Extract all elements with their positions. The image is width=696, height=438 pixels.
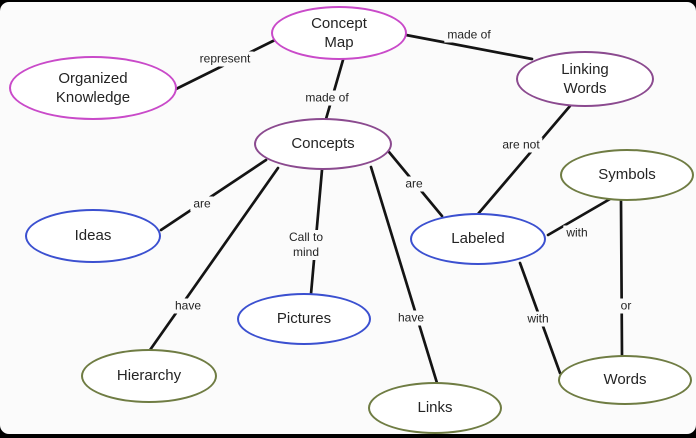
edge-line-are-ideas — [159, 158, 268, 232]
edge-line-made-of-linking — [404, 33, 534, 61]
node-pictures: Pictures — [237, 293, 371, 345]
node-labeled: Labeled — [410, 213, 546, 265]
node-words: Words — [558, 355, 692, 405]
node-concept-map: Concept Map — [271, 6, 407, 60]
edge-label-or-words: or — [617, 298, 635, 314]
edge-line-made-of-concepts — [324, 58, 345, 121]
node-hierarchy: Hierarchy — [81, 349, 217, 403]
edge-label-call-to-mind: Call to mind — [285, 230, 327, 260]
edge-label-with-labeled: with — [563, 225, 591, 241]
edge-label-have-links: have — [394, 310, 428, 326]
edge-label-are-labeled: are — [402, 176, 426, 192]
edge-line-have-links — [369, 165, 439, 385]
edge-label-made-of-linking: made of — [444, 27, 494, 43]
edge-label-are-not: are not — [499, 137, 543, 153]
edge-label-are-ideas: are — [190, 196, 214, 212]
edge-label-have-hierarchy: have — [171, 298, 205, 314]
edge-line-or-words — [619, 199, 624, 358]
edge-line-have-hierarchy — [148, 166, 280, 352]
node-organized-knowledge: Organized Knowledge — [9, 56, 177, 120]
edge-label-made-of-concepts: made of — [302, 90, 352, 106]
edge-line-are-not — [476, 104, 572, 216]
node-symbols: Symbols — [560, 149, 694, 201]
edge-line-with-labeled — [546, 197, 612, 237]
edge-label-represent: represent — [196, 51, 254, 67]
node-links: Links — [368, 382, 502, 434]
node-linking-words: Linking Words — [516, 51, 654, 107]
node-ideas: Ideas — [25, 209, 161, 263]
node-concepts: Concepts — [254, 118, 392, 170]
edge-label-with-words: with — [524, 311, 552, 327]
